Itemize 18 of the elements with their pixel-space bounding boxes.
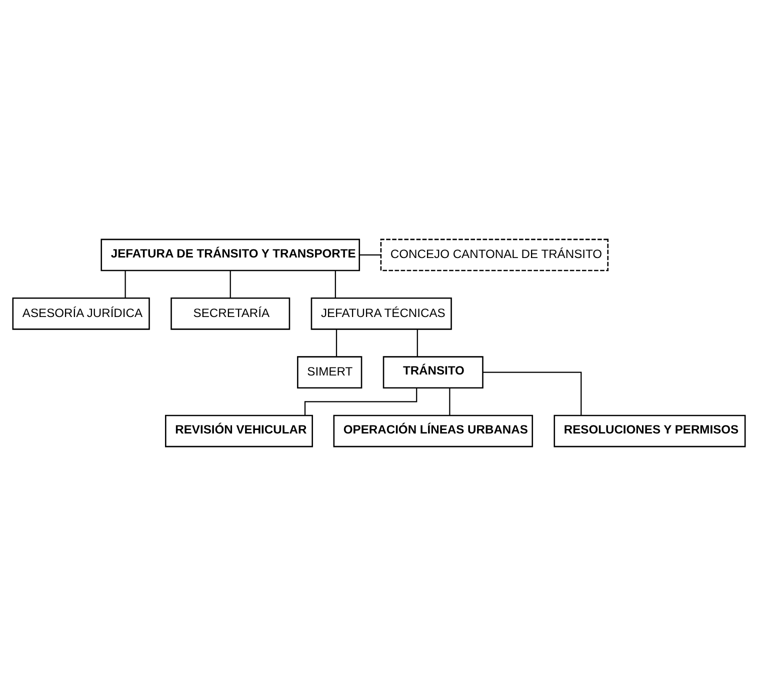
connector bbox=[482, 372, 582, 416]
connector bbox=[124, 270, 126, 298]
node-box: TRÁNSITO bbox=[382, 356, 484, 389]
node-box: CONCEJO CANTONAL DE TRÁNSITO bbox=[380, 238, 609, 272]
connector bbox=[230, 270, 231, 298]
node-box: JEFATURA TÉCNICAS bbox=[310, 297, 452, 330]
connector bbox=[416, 329, 418, 357]
node-box: REVISIÓN VEHICULAR bbox=[165, 414, 313, 448]
node-box: SECRETARÍA bbox=[170, 297, 290, 330]
connector bbox=[360, 254, 381, 256]
node-box: RESOLUCIONES Y PERMISOS bbox=[554, 414, 746, 448]
connector bbox=[449, 388, 450, 416]
node-box: OPERACIÓN LÍNEAS URBANAS bbox=[333, 414, 534, 448]
node-box: ASESORÍA JURÍDICA bbox=[12, 297, 150, 330]
node-box: JEFATURA DE TRÁNSITO Y TRANSPORTE bbox=[100, 238, 360, 272]
node-box: SIMERT bbox=[297, 356, 362, 389]
connector bbox=[336, 329, 338, 357]
connector bbox=[334, 270, 336, 298]
